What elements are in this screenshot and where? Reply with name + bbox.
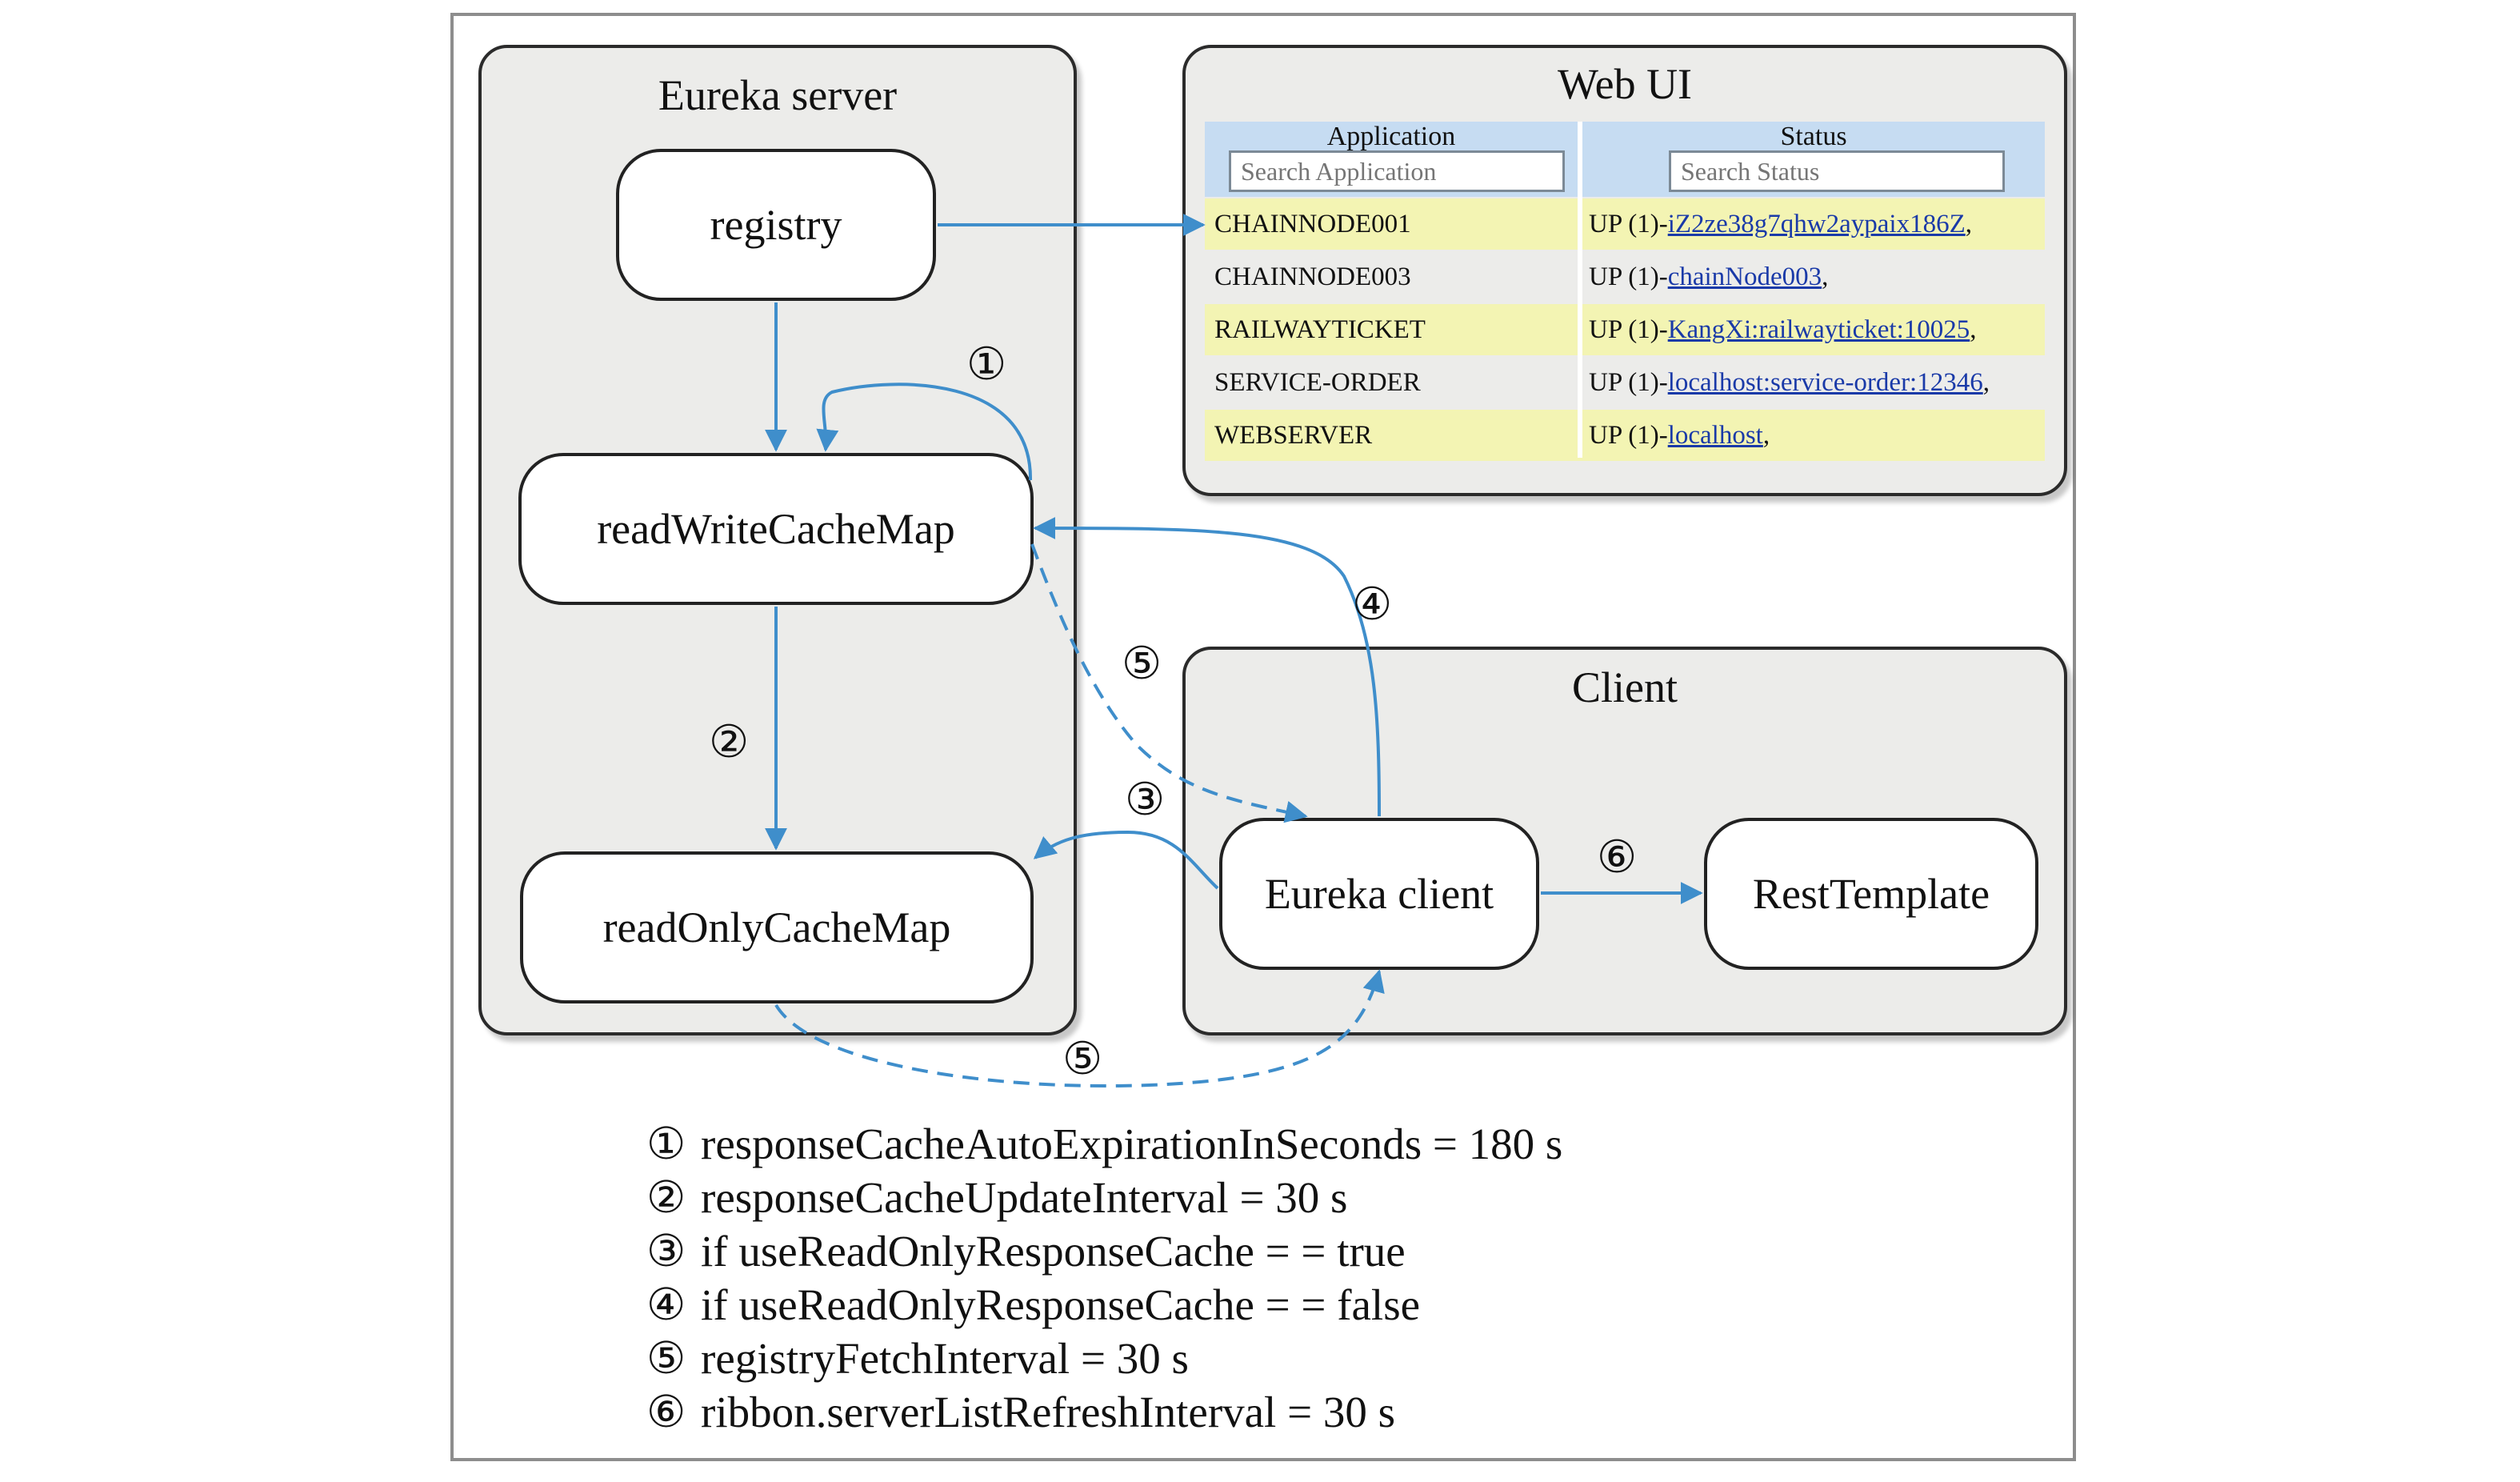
- application-cell: WEBSERVER: [1214, 421, 1373, 450]
- web-ui-title: Web UI: [1557, 60, 1693, 108]
- application-cell: RAILWAYTICKET: [1214, 315, 1426, 344]
- client-title: Client: [1572, 663, 1678, 711]
- status-cell: UP (1)-localhost,: [1589, 421, 1770, 450]
- eureka-client-node: Eureka client: [1219, 818, 1539, 970]
- client-to-readwrite-arrow: [1033, 517, 1381, 817]
- expiration-loop-arrow: [816, 383, 1033, 481]
- step-6-marker: ⑥: [1597, 833, 1638, 883]
- table-row: CHAINNODE001 UP (1)-iZ2ze38g7qhw2aypaix1…: [1205, 198, 2045, 250]
- step-2-marker: ②: [709, 718, 750, 767]
- step-4-marker: ④: [1352, 580, 1393, 630]
- step-3-marker: ③: [1125, 775, 1166, 825]
- readonly-to-client-dashed-arrow: [774, 969, 1385, 1087]
- registry-node: registry: [616, 149, 936, 301]
- table-row: RAILWAYTICKET UP (1)-KangXi:railwayticke…: [1205, 304, 2045, 355]
- instance-link[interactable]: localhost:service-order:12346: [1667, 368, 1983, 397]
- instance-link[interactable]: KangXi:railwayticket:10025: [1667, 315, 1970, 344]
- application-cell: SERVICE-ORDER: [1214, 368, 1421, 397]
- table-header: Application Status: [1205, 122, 2045, 197]
- instance-link[interactable]: localhost: [1667, 421, 1763, 450]
- rest-template-node: RestTemplate: [1704, 818, 2038, 970]
- search-status-input[interactable]: [1669, 150, 2005, 192]
- status-cell: UP (1)-chainNode003,: [1589, 262, 1829, 291]
- instance-link[interactable]: iZ2ze38g7qhw2aypaix186Z: [1667, 210, 1966, 238]
- client-to-readonly-arrow: [1033, 830, 1219, 890]
- application-cell: CHAINNODE003: [1214, 262, 1411, 291]
- status-cell: UP (1)-iZ2ze38g7qhw2aypaix186Z,: [1589, 210, 1973, 238]
- column-header-status: Status: [1780, 122, 1847, 151]
- table-row: SERVICE-ORDER UP (1)-localhost:service-o…: [1205, 357, 2045, 408]
- column-separator: [1578, 122, 1582, 458]
- step-5-marker: ⑤: [1122, 639, 1162, 689]
- read-write-cache-map-node: readWriteCacheMap: [518, 453, 1034, 605]
- step-1-marker: ①: [966, 340, 1007, 390]
- table-row: WEBSERVER UP (1)-localhost,: [1205, 410, 2045, 461]
- status-cell: UP (1)-KangXi:railwayticket:10025,: [1589, 315, 1977, 344]
- application-cell: CHAINNODE001: [1214, 210, 1411, 238]
- search-application-input[interactable]: [1229, 150, 1565, 192]
- step-5-marker-bottom: ⑤: [1062, 1035, 1103, 1084]
- instance-link[interactable]: chainNode003: [1667, 262, 1822, 291]
- column-header-application: Application: [1326, 122, 1456, 151]
- read-only-cache-map-node: readOnlyCacheMap: [520, 851, 1034, 1003]
- eureka-server-title: Eureka server: [658, 71, 898, 119]
- readwrite-to-client-dashed-arrow: [1030, 543, 1308, 823]
- status-cell: UP (1)-localhost:service-order:12346,: [1589, 368, 1990, 397]
- table-row: CHAINNODE003 UP (1)-chainNode003,: [1205, 251, 2045, 302]
